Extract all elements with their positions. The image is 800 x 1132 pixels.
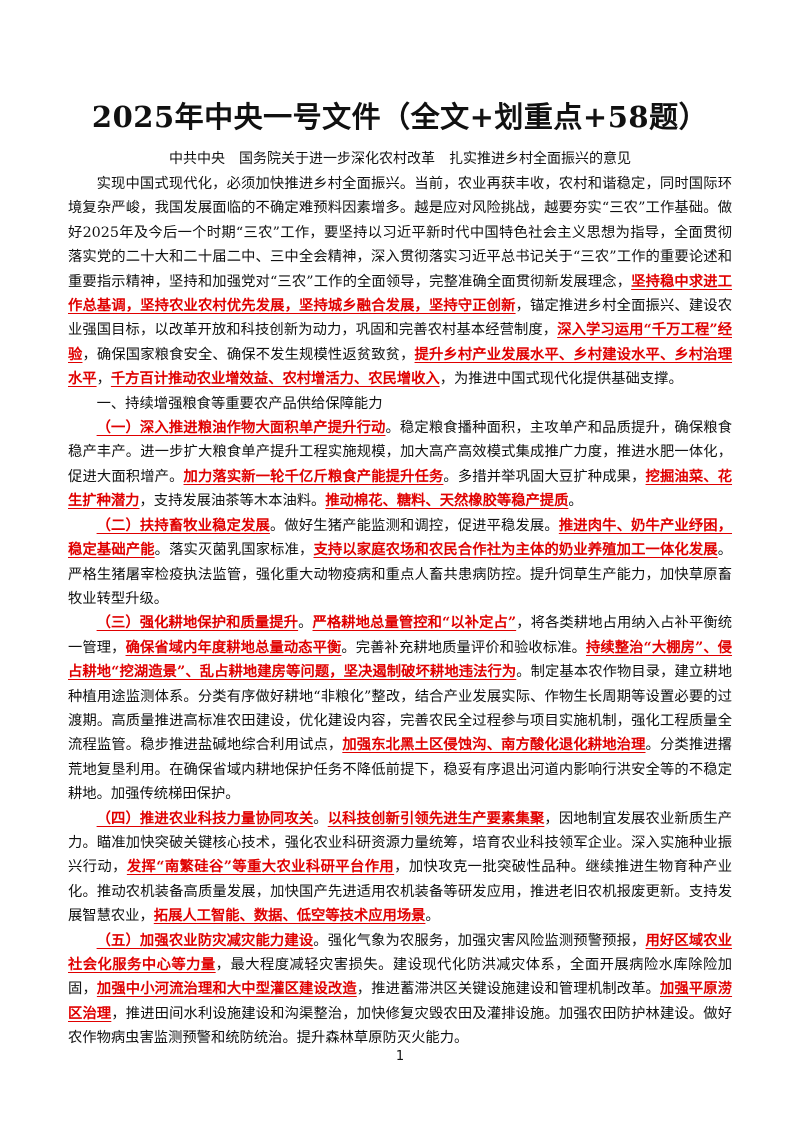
document-body: 实现中国式现代化，必须加快推进乡村全面振兴。当前，农业再获丰收，农村和谐稳定，同… [68, 172, 732, 1051]
highlighted-key-point: （三）强化耕地保护和质量提升 [96, 615, 299, 632]
paragraph-grain-yield: （一）深入推进粮油作物大面积单产提升行动。稳定粮食播种面积，主攻单产和品质提升，… [68, 416, 732, 514]
body-text: 。 [568, 493, 583, 510]
highlighted-key-point: 深入学习运用“千万工程”经验 [68, 322, 732, 363]
highlighted-key-point: 加强中小河流治理和大中型灌区建设改造 [96, 981, 357, 998]
highlighted-key-point: 推动棉花、糖料、天然橡胶等稳产提质 [325, 493, 569, 510]
body-text: ，推进蓄滞洪区关键设施建设和管理机制改革。 [356, 981, 660, 998]
body-text: ，确保国家粮食安全、确保不发生规模性返贫致贫， [82, 346, 415, 363]
paragraph-farmland-protection: （三）强化耕地保护和质量提升。严格耕地总量管控和“以补定占”，将各类耕地占用纳入… [68, 611, 732, 806]
body-text: ，为推进中国式现代化提供基础支撑。 [439, 371, 683, 388]
highlighted-key-point: 推进肉牛、奶牛产业纾困，稳定基础产能 [68, 517, 733, 559]
section-heading: 一、持续增强粮食等重要农产品供给保障能力 [68, 392, 732, 416]
highlighted-key-point: 加强平原涝区治理 [68, 981, 733, 1022]
highlighted-key-point: 用好区域农业社会化服务中心等力量 [68, 932, 733, 973]
body-text: ，支持发展油茶等木本油料。 [139, 493, 326, 510]
body-text: ，推进田间水利设施建设和沟渠整治，加快修复灾毁农田及灌排设施。加强农田防护林建设… [68, 1005, 733, 1047]
document-subtitle: 中共中央 国务院关于进一步深化农村改革 扎实推进乡村全面振兴的意见 [169, 151, 631, 167]
body-text: 。多措并举巩固大豆扩种成果， [443, 468, 646, 485]
highlighted-key-point: 坚持稳中求进工作总基调，坚持农业农村优先发展，坚持城乡融合发展，坚持守正创新 [68, 273, 733, 315]
highlighted-key-point: 挖掘油菜、花生扩种潜力 [68, 468, 733, 510]
body-text: ，锚定推进乡村全面振兴、建设农业强国目标，以改革开放和科技创新为动力，巩固和完善… [68, 298, 733, 339]
highlighted-key-point: 支持以家庭农场和农民合作社为主体的奶业养殖加工一体化发展 [313, 542, 718, 559]
highlighted-key-point: 加力落实新一轮千亿斤粮食产能提升任务 [183, 468, 444, 485]
highlighted-key-point: 千方百计推动农业增效益、农村增活力、农民增收入 [110, 371, 440, 388]
highlighted-key-point: （五）加强农业防灾减灾能力建设 [96, 932, 314, 949]
body-text: 。 [425, 908, 440, 925]
highlighted-key-point: 严格耕地总量管控和“以补定占” [312, 615, 517, 632]
paragraph-disaster-prevention: （五）加强农业防灾减灾能力建设。强化气象为农服务，加强灾害风险监测预警预报，用好… [68, 929, 732, 1051]
body-text: 。完善补充耕地质量评价和验收标准。 [341, 639, 586, 656]
body-text: 。强化气象为农服务，加强灾害风险监测预警预报， [313, 932, 646, 949]
body-text: 。落实灭菌乳国家标准， [154, 542, 314, 559]
paragraph-agri-technology: （四）推进农业科技力量协同攻关。以科技创新引领先进生产要素集聚，因地制宜发展农业… [68, 807, 732, 929]
body-text: ，因地制宜发展农业新质生产力。瞄准加快突破关键核心技术，强化农业科研资源力量统筹… [68, 810, 733, 876]
intro-paragraph: 实现中国式现代化，必须加快推进乡村全面振兴。当前，农业再获丰收，农村和谐稳定，同… [68, 172, 732, 392]
highlighted-key-point: （四）推进农业科技力量协同攻关 [96, 810, 314, 827]
body-text: 实现中国式现代化，必须加快推进乡村全面振兴。当前，农业再获丰收，农村和谐稳定，同… [68, 176, 732, 290]
body-text: 一、持续增强粮食等重要农产品供给保障能力 [96, 395, 383, 412]
paragraph-livestock: （二）扶持畜牧业稳定发展。做好生猪产能监测和调控，促进平稳发展。推进肉牛、奶牛产… [68, 514, 732, 612]
body-text: ，加快攻克一批突破性品种。继续推进生物育种产业化。推动农机装备高质量发展，加快国… [68, 859, 733, 925]
document-title: 2025年中央一号文件（全文+划重点+58题） [91, 100, 709, 134]
highlighted-key-point: 拓展人工智能、数据、低空等技术应用场景 [153, 908, 426, 925]
body-text: 。 [298, 615, 313, 632]
body-text: 。 [313, 810, 328, 827]
highlighted-key-point: 加强东北黑土区侵蚀沟、南方酸化退化耕地治理 [342, 737, 646, 754]
body-text: 。做好生猪产能监测和调控，促进平稳发展。 [269, 517, 559, 534]
highlighted-key-point: 确保省域内年度耕地总量动态平衡 [125, 639, 342, 656]
highlighted-key-point: （二）扶持畜牧业稳定发展 [96, 517, 270, 534]
body-text: 。分类推进撂荒地复垦利用。在确保省域内耕地保护任务不降低前提下，稳妥有序退出河道… [68, 737, 733, 803]
body-text: ，最大程度减轻灾害损失。建设现代化防洪减灾体系，全面开展病险水库除险加固， [68, 957, 733, 998]
highlighted-key-point: （一）深入推进粮油作物大面积单产提升行动 [96, 420, 386, 437]
body-text: 。稳定粮食播种面积，主攻单产和品质提升，确保粮食稳产丰产。进一步扩大粮食单产提升… [68, 420, 733, 485]
highlighted-key-point: 提升乡村产业发展水平、乡村建设水平、乡村治理水平 [68, 346, 733, 388]
highlighted-key-point: 以科技创新引领先进生产要素集聚 [327, 810, 545, 827]
body-text: ，将各类耕地占用纳入占补平衡统一管理， [68, 615, 733, 656]
body-text: 。严格生猪屠宰检疫执法监管，强化重大动物疫病和重点人畜共患病防控。提升饲草生产能… [68, 542, 733, 607]
highlighted-key-point: 持续整治“大棚房”、侵占耕地“挖湖造景”、乱占耕地建房等问题，坚决遏制破坏耕地违… [68, 639, 733, 681]
page-number: 1 [395, 1049, 405, 1064]
highlighted-key-point: 发挥“南繁硅谷”等重大农业科研平台作用 [126, 859, 395, 876]
body-text: ， [96, 371, 111, 388]
body-text: 。制定基本农作物目录，建立耕地种植用途监测体系。分类有序做好耕地“非粮化”整改，… [68, 664, 732, 754]
